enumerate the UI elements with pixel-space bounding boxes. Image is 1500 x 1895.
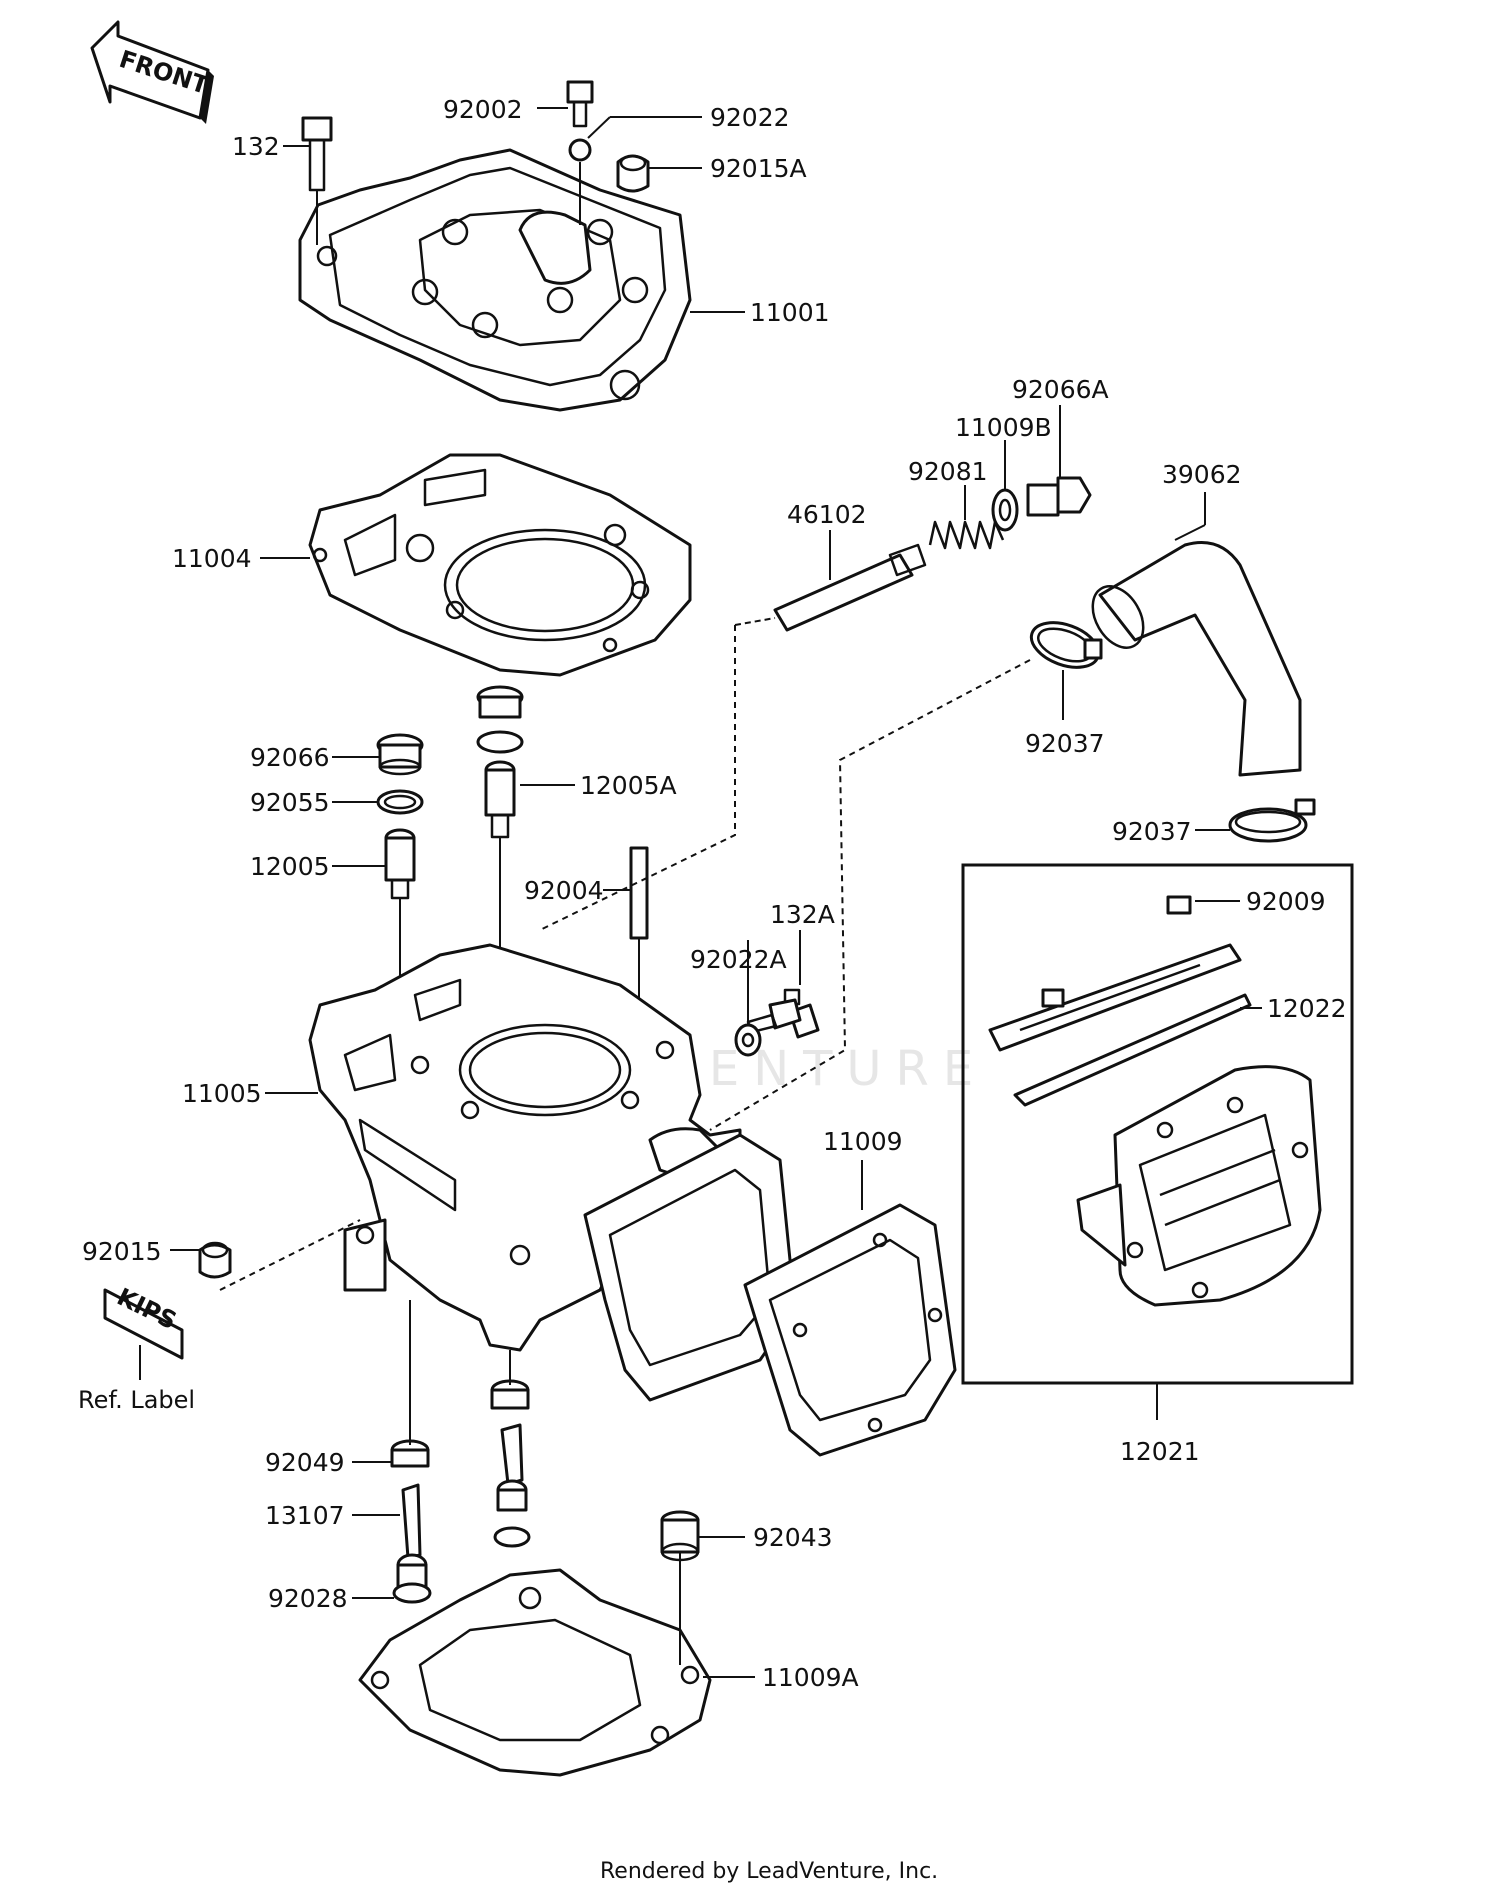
label-132A: 132A [770,900,835,929]
hose-clamp-upper [1029,621,1103,669]
label-92022: 92022 [710,103,790,132]
label-92037-upper: 92037 [1025,729,1105,758]
label-92015: 92015 [82,1237,162,1266]
front-arrow-icon: FRONT [90,20,214,124]
kips-label-icon: KIPS [103,1283,184,1360]
label-46102: 46102 [787,500,867,529]
label-92049: 92049 [265,1448,345,1477]
label-92028: 92028 [268,1584,348,1613]
washer-92022A [734,1023,762,1057]
nut-92015A [616,154,650,193]
footer-credit: Rendered by LeadVenture, Inc. [600,1859,938,1884]
leader-lines [139,107,1262,1678]
label-92022A: 92022A [690,945,787,974]
label-39062: 39062 [1162,460,1242,489]
spring-92081 [928,520,1005,550]
label-92015A: 92015A [710,154,807,183]
label-11005: 11005 [182,1079,262,1108]
label-92055: 92055 [250,788,330,817]
nut-92015 [198,1241,232,1279]
head-gasket [308,453,692,677]
label-12021: 12021 [1120,1437,1200,1466]
valve-12005A [484,760,516,960]
label-11009B: 11009B [955,413,1052,442]
label-92004: 92004 [524,876,604,905]
base-gasket-11009A [358,1568,712,1777]
label-12005A: 12005A [580,771,677,800]
hose-clamp-lower [1228,798,1316,843]
label-92043: 92043 [753,1523,833,1552]
label-92002: 92002 [443,95,523,124]
label-92037-lower: 92037 [1112,817,1192,846]
valve-rod [734,543,927,632]
bolt-92002 [566,80,594,225]
washer-92028 [392,1582,432,1604]
dowel-92043 [660,1510,700,1562]
plug-92066 [376,733,424,776]
label-11009: 11009 [823,1127,903,1156]
label-92066: 92066 [250,743,330,772]
plug-92066A [1026,476,1092,517]
label-12005: 12005 [250,852,330,881]
intake-gasket-11009 [583,1133,957,1457]
collar-upper [490,1379,531,1548]
ref-label: Ref. Label [78,1386,195,1414]
label-11009A: 11009A [762,1663,859,1692]
label-92081: 92081 [908,457,988,486]
label-11004: 11004 [172,544,252,573]
label-92066A: 92066A [1012,375,1109,404]
label-13107: 13107 [265,1501,345,1530]
oring-92055 [376,789,424,815]
bolt-132 [301,116,333,245]
cylinder-head [298,148,692,412]
label-132: 132 [232,132,280,161]
washer-11009B [991,488,1019,532]
plug-upper [476,685,524,754]
gear-13107 [396,1483,428,1589]
label-12022: 12022 [1267,994,1347,1023]
hose-39062 [1091,541,1302,777]
reed-valve-assembly [988,895,1322,1307]
label-11001: 11001 [750,298,830,327]
label-92009: 92009 [1246,887,1326,916]
